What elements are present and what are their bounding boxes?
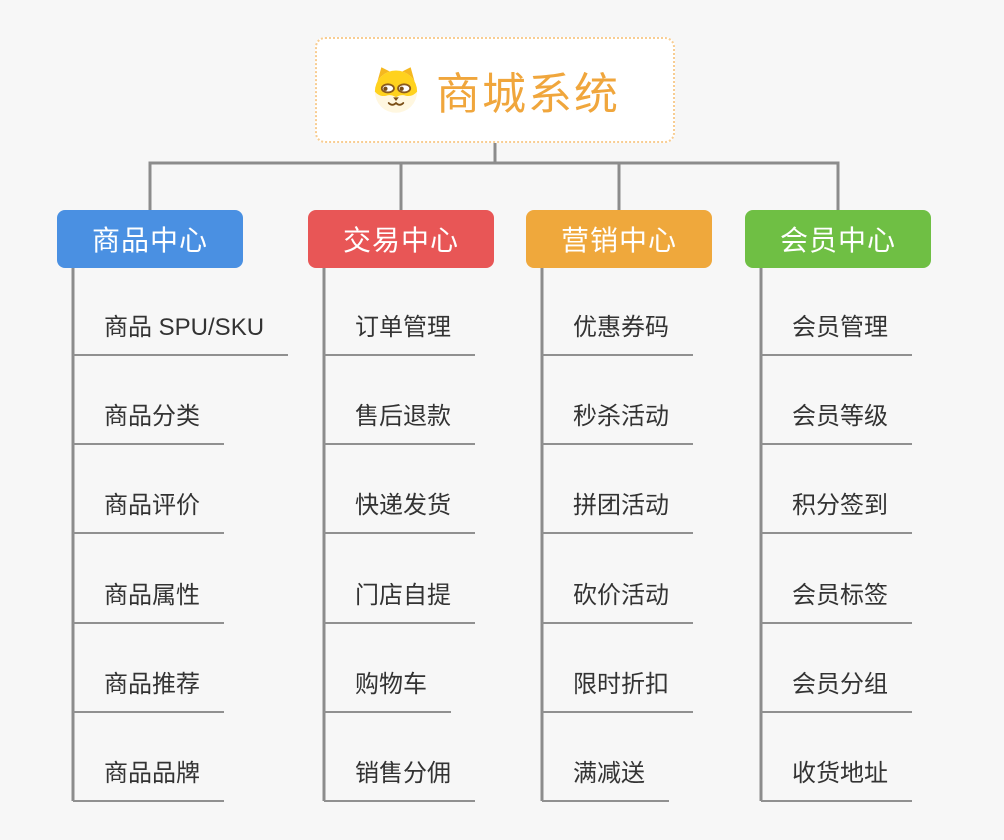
branch-box-member-center[interactable]: 会员中心 (745, 210, 931, 268)
leaf-node[interactable]: 商品属性 (73, 578, 224, 624)
leaf-node[interactable]: 会员管理 (761, 310, 912, 356)
leaf-node[interactable]: 门店自提 (324, 578, 475, 624)
leaf-node[interactable]: 商品推荐 (73, 667, 224, 713)
leaf-node[interactable]: 商品评价 (73, 488, 224, 535)
branch-label: 会员中心 (779, 225, 896, 256)
leaf-node[interactable]: 会员等级 (761, 399, 912, 446)
leaf-node[interactable]: 商品分类 (73, 399, 224, 446)
leaf-node[interactable]: 销售分佣 (324, 756, 475, 802)
root-title: 商城系统 (436, 70, 620, 119)
branch-box-marketing-center[interactable]: 营销中心 (526, 210, 712, 268)
leaf-node[interactable]: 订单管理 (324, 310, 475, 356)
leaf-node[interactable]: 会员标签 (761, 578, 912, 624)
leaf-node[interactable]: 砍价活动 (542, 578, 693, 624)
shiba-dog-icon (374, 67, 418, 113)
leaf-node[interactable]: 会员分组 (761, 667, 912, 713)
leaf-node[interactable]: 快递发货 (324, 488, 475, 535)
leaf-node[interactable]: 收货地址 (761, 756, 912, 802)
leaf-node[interactable]: 限时折扣 (542, 667, 693, 713)
leaf-node[interactable]: 购物车 (324, 667, 451, 713)
branch-box-product-center[interactable]: 商品中心 (57, 210, 243, 268)
leaf-node[interactable]: 售后退款 (324, 399, 475, 446)
branch-label: 营销中心 (560, 225, 677, 256)
leaf-node[interactable]: 积分签到 (761, 488, 912, 535)
leaf-node[interactable]: 满减送 (542, 756, 669, 802)
leaf-node[interactable]: 拼团活动 (542, 488, 693, 535)
branch-box-trade-center[interactable]: 交易中心 (308, 210, 494, 268)
root-node[interactable]: 商城系统 (315, 37, 675, 143)
leaf-node[interactable]: 优惠券码 (542, 310, 693, 356)
branch-label: 交易中心 (342, 225, 459, 256)
branch-label: 商品中心 (91, 225, 208, 256)
leaf-node[interactable]: 商品品牌 (73, 756, 224, 802)
leaf-node[interactable]: 商品 SPU/SKU (73, 310, 289, 356)
leaf-node[interactable]: 秒杀活动 (542, 399, 693, 446)
